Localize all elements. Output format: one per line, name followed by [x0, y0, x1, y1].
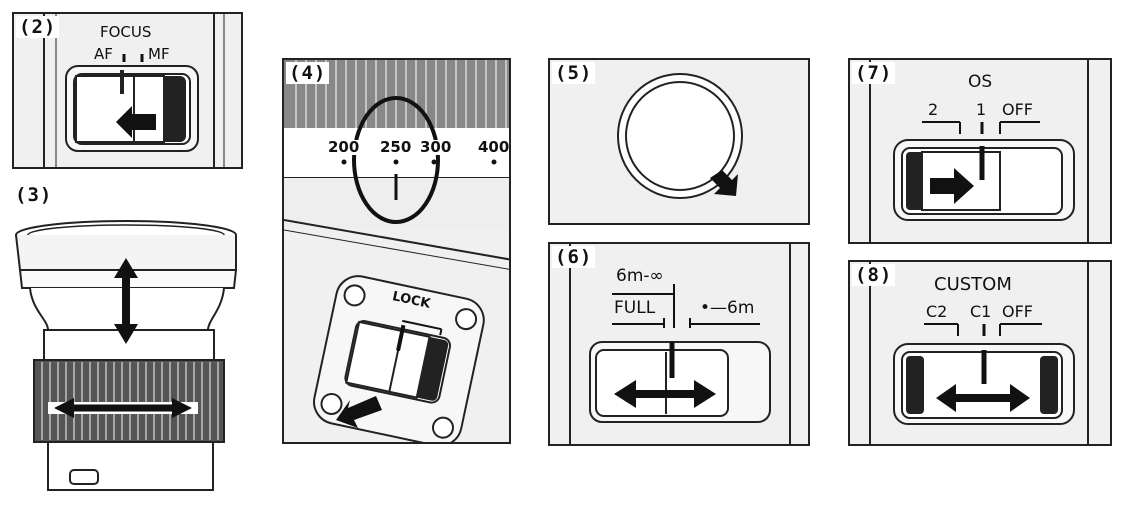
panel-2-drawing	[43, 14, 225, 167]
scale-400: 400	[478, 138, 510, 156]
panel-6-drawing	[569, 244, 791, 444]
panel-tag: (6)	[552, 246, 596, 268]
panel-tag: (3)	[15, 184, 53, 206]
panel-8-custom-switch: (8) CUSTOM C2 C1 OFF	[848, 260, 1112, 446]
custom-pos-c1: C1	[970, 302, 992, 321]
arrow-right-icon	[930, 168, 974, 204]
os-pos-off: OFF	[1002, 100, 1033, 119]
custom-pos-c2: C2	[926, 302, 948, 321]
highlight-circle	[352, 96, 440, 224]
range-6m-inf-label: 6m-∞	[616, 266, 664, 286]
range-6m-label: •—6m	[700, 298, 755, 318]
panel-tag: (8)	[852, 264, 896, 286]
panel-3-lens: (3)	[8, 180, 248, 500]
scale-300: 300	[420, 138, 452, 156]
horizontal-double-arrow-icon	[936, 384, 1030, 412]
scale-200: 200	[328, 138, 360, 156]
vertical-double-arrow-icon	[114, 258, 138, 344]
arrow-left-icon	[116, 106, 156, 138]
scale-250: 250	[380, 138, 412, 156]
panel-4-zoom-lock: (4) 200 250 300 400 LOCK	[282, 58, 511, 444]
lens-drawing	[15, 220, 238, 491]
os-title: OS	[968, 72, 993, 92]
os-pos-2: 2	[928, 100, 939, 119]
panel-8-drawing	[869, 262, 1089, 444]
mf-label: MF	[148, 45, 170, 63]
panel-7-os-switch: (7) OS 2 1 OFF	[848, 58, 1112, 244]
panel-7-drawing	[869, 60, 1089, 242]
custom-title: CUSTOM	[934, 274, 1012, 295]
focus-title: FOCUS	[100, 23, 152, 41]
horizontal-double-arrow-icon	[614, 380, 716, 408]
panel-5-drawing	[617, 73, 743, 199]
panel-tag: (7)	[852, 62, 896, 84]
af-label: AF	[94, 45, 113, 63]
os-pos-1: 1	[976, 100, 987, 119]
panel-5-dial: (5)	[548, 58, 810, 225]
panel-6-focus-limiter: (6) 6m-∞ FULL •—6m	[548, 242, 810, 446]
panel-2-focus-switch: (2) FOCUS AF MF	[12, 12, 243, 169]
full-label: FULL	[614, 298, 656, 318]
panel-tag: (5)	[552, 62, 596, 84]
custom-pos-off: OFF	[1002, 302, 1033, 321]
horizontal-double-arrow-icon	[48, 398, 198, 418]
panel-tag: (4)	[286, 62, 330, 84]
panel-4-drawing	[284, 60, 509, 442]
panel-tag: (2)	[16, 16, 60, 38]
arrow-down-right-icon	[710, 170, 738, 196]
arrow-left-icon	[336, 396, 382, 428]
